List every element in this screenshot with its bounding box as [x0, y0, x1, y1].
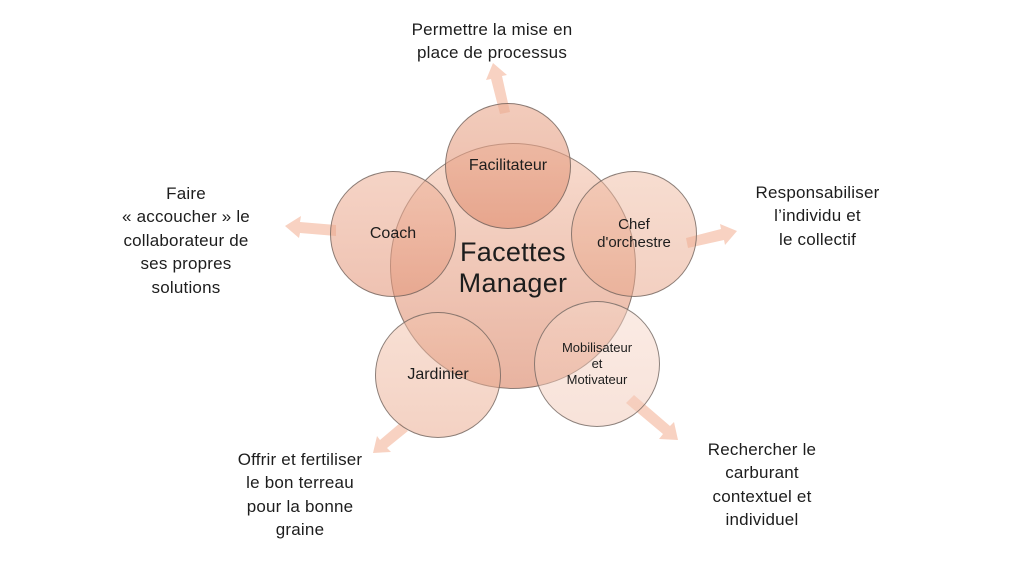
node-jardinier: Jardinier — [375, 312, 501, 438]
node-jardinier-label: Jardinier — [407, 366, 469, 383]
node-coach-label: Coach — [369, 225, 417, 242]
arrow-right — [686, 224, 737, 248]
node-coach: Coach — [330, 171, 456, 297]
node-facilitateur-label: Facilitateur — [468, 157, 548, 174]
node-chef-orchestre-label: Chef d'orchestre — [597, 216, 671, 251]
annotation-jardinier: Offrir et fertiliser le bon terreau pour… — [237, 450, 363, 540]
arrow-top — [486, 63, 510, 114]
annotation-coach: Faire « accoucher » le collaborateur de … — [122, 184, 250, 297]
annotation-mobilisateur-motivateur: Rechercher le carburant contextuel et in… — [707, 440, 817, 530]
arrow-bottom-left — [373, 423, 408, 453]
annotation-chef-orchestre: Responsabiliser l’individu et le collect… — [755, 183, 880, 249]
node-chef-orchestre: Chef d'orchestre — [571, 171, 697, 297]
node-facilitateur: Facilitateur — [445, 103, 571, 229]
diagram-title: Facettes Manager — [458, 236, 568, 298]
annotation-facilitateur: Permettre la mise en place de processus — [411, 20, 573, 63]
node-mobilisateur-motivateur-label: Mobilisateur et Motivateur — [561, 340, 633, 387]
node-mobilisateur-motivateur: Mobilisateur et Motivateur — [534, 301, 660, 427]
arrow-left — [285, 216, 336, 238]
